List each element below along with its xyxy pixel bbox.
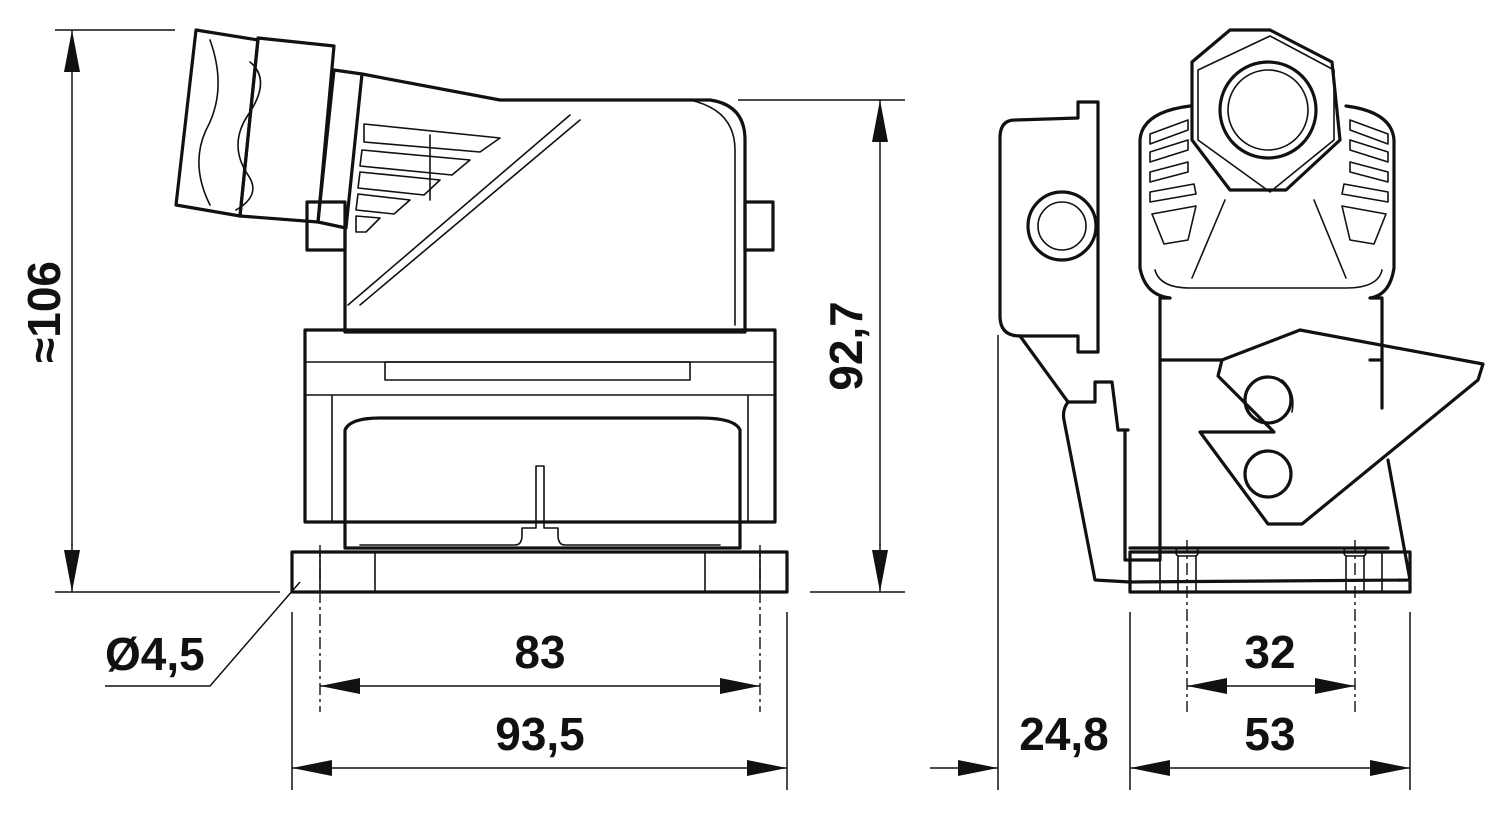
dimension-base-width: 93,5 — [291, 612, 788, 790]
base-plate — [290, 550, 789, 594]
dimension-side-hole-spacing: 32 — [1187, 626, 1355, 694]
front-view — [174, 28, 789, 712]
hole-spacing-label: 83 — [514, 626, 565, 678]
side-hole-spacing-label: 32 — [1244, 626, 1295, 678]
dimension-overall-height: ≈106 — [18, 29, 280, 593]
side-flange — [998, 100, 1132, 584]
side-view — [998, 28, 1485, 712]
side-gland — [1138, 28, 1396, 362]
base-width-label: 93,5 — [495, 708, 585, 760]
locking-lever — [1198, 328, 1485, 526]
dimension-hole-diameter: Ø4,5 — [105, 581, 301, 687]
dimension-base-depth: 53 — [1130, 612, 1411, 790]
cable-gland — [174, 28, 364, 230]
base-depth-label: 53 — [1244, 708, 1295, 760]
housing-frame — [303, 328, 777, 550]
height-body-label: 92,7 — [820, 301, 872, 391]
side-housing — [1123, 328, 1485, 584]
dimension-hole-spacing: 83 — [320, 626, 760, 694]
hole-diameter-label: Ø4,5 — [105, 628, 205, 680]
side-base-plate — [1128, 547, 1412, 594]
dimension-body-height: 92,7 — [738, 99, 905, 593]
hood-housing — [305, 72, 775, 334]
flange-depth-label: 24,8 — [1019, 708, 1109, 760]
height-overall-label: ≈106 — [18, 261, 70, 363]
dimension-flange-depth: 24,8 — [930, 335, 1170, 790]
